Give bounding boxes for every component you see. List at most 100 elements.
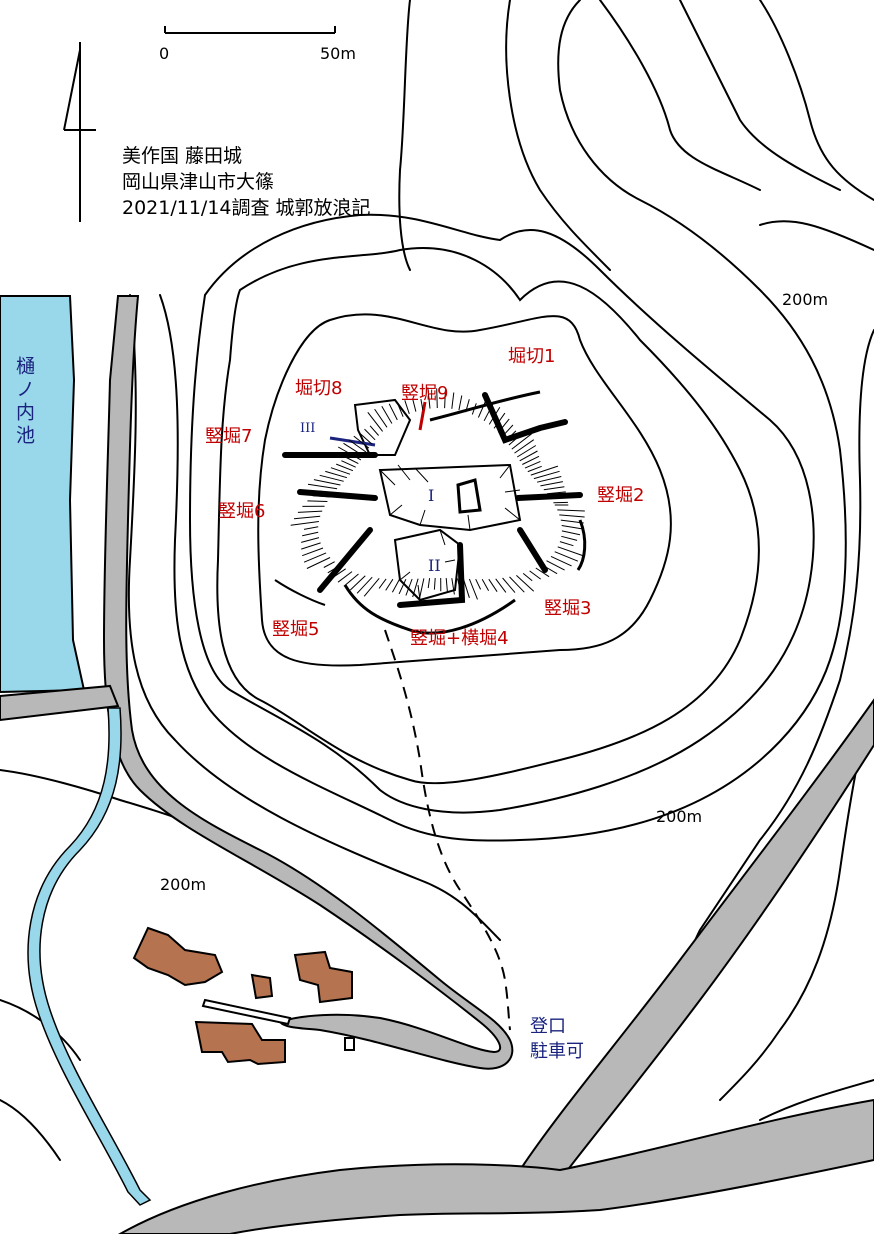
hachure-mark: [483, 401, 495, 422]
contour-label-2: 200m: [656, 807, 703, 826]
hachure-mark: [495, 578, 507, 593]
hachure-mark: [522, 573, 533, 582]
hachure-mark: [302, 531, 319, 537]
scale-bar: [164, 26, 336, 34]
hachure-mark: [516, 445, 537, 458]
hachure-mark: [356, 576, 373, 594]
hachure-mark: [546, 560, 565, 571]
hachure-mark: [477, 396, 489, 418]
hachure-mark: [508, 436, 519, 446]
hachure-mark: [557, 509, 585, 512]
hachure-mark: [307, 500, 328, 502]
hachure-mark: [332, 568, 346, 579]
hachure-mark: [427, 387, 431, 409]
hachure-mark: [475, 578, 482, 590]
hachure-mark: [327, 564, 341, 574]
parking-label: 駐車可: [530, 1041, 584, 1062]
hachure-mark: [436, 388, 438, 409]
pond-name: 樋ノ内池: [13, 356, 35, 448]
label-tatebori2: 竪堀2: [597, 485, 645, 506]
label-tatebori9: 竪堀9: [401, 383, 449, 404]
pond: [0, 295, 86, 694]
hachure-mark: [457, 578, 463, 597]
hachure-mark: [293, 515, 321, 520]
hachure-mark: [313, 479, 341, 486]
hachure-mark: [341, 460, 356, 468]
hachure-mark: [511, 433, 532, 450]
hachure-mark: [396, 401, 404, 417]
scale-label-start: 0: [159, 44, 170, 63]
hachure-mark: [543, 486, 565, 491]
hachure-mark: [559, 541, 574, 547]
hachure-mark: [297, 510, 323, 513]
hachure-mark: [404, 400, 410, 415]
roads: [0, 295, 874, 1234]
hachure-mark: [302, 547, 324, 557]
hachure-mark: [502, 577, 516, 593]
contour-label-3: 200m: [160, 875, 207, 894]
map-survey-info: 2021/11/14調査 城郭放浪記: [122, 197, 371, 219]
label-kuruwa3: III: [300, 421, 316, 436]
hachure-mark: [451, 392, 455, 409]
hachure-mark: [493, 412, 506, 429]
label-horikiri8: 堀切8: [295, 378, 343, 399]
north-arrow: [63, 42, 96, 222]
hachure-mark: [560, 519, 584, 524]
hachure-mark: [488, 407, 501, 425]
label-tatebori5: 竪堀5: [272, 619, 320, 640]
hachure-mark: [369, 425, 379, 436]
hachure-mark: [391, 579, 400, 593]
hachure-mark: [524, 460, 541, 469]
hachure-mark: [559, 514, 585, 518]
hachure-mark: [398, 578, 407, 595]
hachure-mark: [349, 575, 366, 591]
hachure-mark: [405, 578, 413, 596]
hachure-mark: [550, 496, 568, 499]
hachure-mark: [301, 537, 320, 543]
hachure-mark: [445, 578, 448, 593]
hachure-mark: [323, 561, 335, 568]
hachure-mark: [385, 578, 394, 591]
hachure-mark: [516, 575, 535, 592]
hachure-mark: [353, 435, 370, 449]
castle-earthworks: [274, 390, 587, 635]
hachure-mark: [519, 450, 538, 462]
hachure-mark: [319, 474, 344, 482]
hachure-mark: [412, 399, 417, 412]
hachure-mark: [547, 491, 566, 495]
hachure-mark: [465, 399, 470, 413]
label-tatebori7: 竪堀7: [205, 426, 253, 447]
hachure-mark: [471, 403, 477, 415]
hachure-mark: [481, 579, 490, 591]
hachure-mark: [550, 555, 572, 567]
hachure-mark: [420, 399, 424, 410]
hachure-mark: [444, 390, 446, 409]
hachure-mark: [561, 530, 581, 536]
label-tatebori-yokobori4: 竪堀+横堀4: [410, 628, 509, 649]
hachure-mark: [358, 432, 373, 445]
map-location: 岡山県津山市大篠: [122, 171, 275, 193]
hachure-mark: [498, 418, 510, 433]
label-kuruwa1: I: [428, 486, 435, 505]
hachure-mark: [381, 406, 393, 424]
approach-trail: [384, 629, 511, 1031]
hachure-mark: [378, 578, 387, 589]
label-tatebori3: 竪堀3: [544, 598, 592, 619]
hachure-mark: [529, 570, 541, 580]
hachure-mark: [412, 578, 419, 598]
hachure-mark: [312, 495, 331, 498]
hachure-mark: [427, 578, 431, 589]
hachure-mark: [303, 526, 319, 530]
hachure-mark: [535, 567, 550, 578]
hachure-mark: [451, 578, 455, 595]
hachure-mark: [367, 411, 383, 432]
hachure-mark: [337, 446, 362, 461]
hachure-mark: [330, 467, 351, 475]
hachure-mark: [374, 408, 388, 428]
hachure-mark: [505, 430, 517, 442]
hachure-mark: [501, 424, 514, 437]
label-tatebori6: 竪堀6: [218, 501, 266, 522]
hachure-mark: [509, 576, 525, 593]
hachure-mark: [561, 525, 583, 530]
